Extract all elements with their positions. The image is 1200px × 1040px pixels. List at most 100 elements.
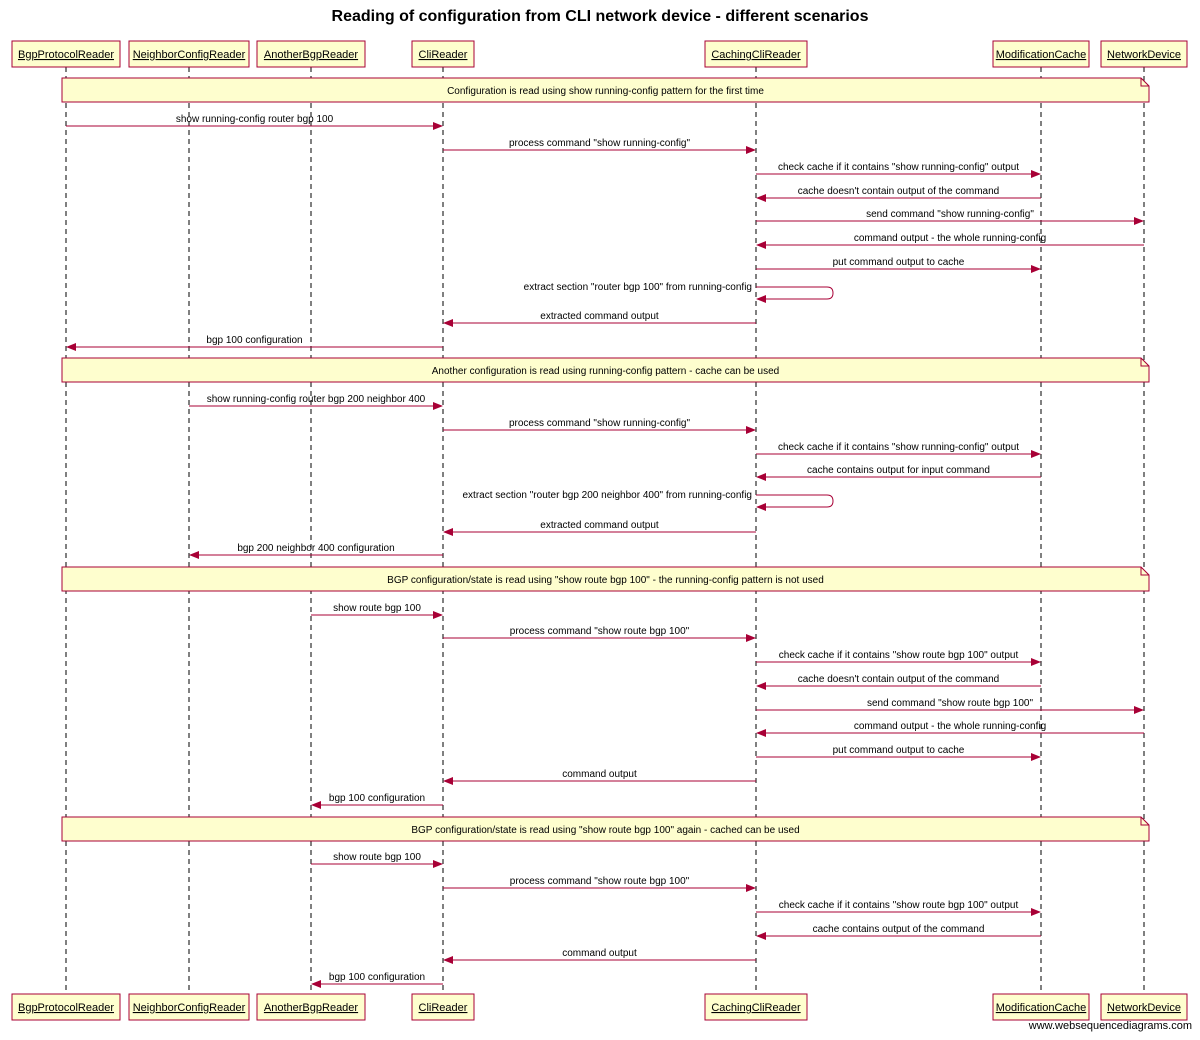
message-label: check cache if it contains "show running… <box>778 162 1019 173</box>
message-label: cache contains output of the command <box>813 924 985 935</box>
participant-box <box>11 40 121 68</box>
participant-box <box>704 993 808 1021</box>
message-label: bgp 100 configuration <box>329 793 425 804</box>
message-label: show route bgp 100 <box>333 603 421 614</box>
message-label: check cache if it contains "show running… <box>778 442 1019 453</box>
participant-caching-cli-reader-top: CachingCliReader <box>704 40 808 68</box>
message: cache doesn't contain output of the comm… <box>756 674 1041 690</box>
message-label: show running-config router bgp 100 <box>176 114 334 125</box>
note-fold <box>1140 78 1149 87</box>
message-label: cache contains output for input command <box>807 465 990 476</box>
self-message-arrow <box>756 286 834 303</box>
message: check cache if it contains "show route b… <box>756 900 1041 916</box>
participant-label: CliReader <box>419 1002 468 1014</box>
participant-label: CliReader <box>419 49 468 61</box>
message-label: cache doesn't contain output of the comm… <box>798 186 999 197</box>
participant-box <box>411 993 475 1021</box>
message: process command "show route bgp 100" <box>443 876 756 892</box>
self-message-label: extract section "router bgp 100" from ru… <box>524 282 752 293</box>
participant-boxes-layer: BgpProtocolReaderBgpProtocolReaderNeighb… <box>11 40 1188 1021</box>
messages-layer: Configuration is read using show running… <box>61 77 1150 988</box>
message: command output - the whole running-confi… <box>756 233 1144 249</box>
participant-network-device-bottom: NetworkDevice <box>1100 993 1188 1021</box>
participant-box <box>1100 993 1188 1021</box>
participant-label: NetworkDevice <box>1107 49 1181 61</box>
participant-network-device-top: NetworkDevice <box>1100 40 1188 68</box>
participant-modification-cache-bottom: ModificationCache <box>992 993 1090 1021</box>
message: extracted command output <box>443 520 756 536</box>
self-message-label: extract section "router bgp 200 neighbor… <box>463 490 753 501</box>
participant-label: NeighborConfigReader <box>133 1002 246 1014</box>
participant-box <box>11 993 121 1021</box>
participant-box <box>128 993 250 1021</box>
message: put command output to cache <box>756 257 1041 273</box>
participant-label: AnotherBgpReader <box>264 1002 359 1014</box>
message: send command "show running-config" <box>756 209 1144 225</box>
participant-box <box>1100 40 1188 68</box>
note: BGP configuration/state is read using "s… <box>61 566 1150 592</box>
participant-neighbor-config-reader-bottom: NeighborConfigReader <box>128 993 250 1021</box>
message-label: send command "show running-config" <box>866 209 1034 220</box>
participant-label: ModificationCache <box>996 1002 1087 1014</box>
message: check cache if it contains "show route b… <box>756 650 1041 666</box>
self-message: extract section "router bgp 200 neighbor… <box>463 490 834 511</box>
message-label: put command output to cache <box>833 257 965 268</box>
message-label: extracted command output <box>540 311 659 322</box>
message-label: process command "show route bgp 100" <box>510 876 690 887</box>
self-message-arrow <box>756 494 834 511</box>
message-label: command output <box>562 948 637 959</box>
participant-modification-cache-top: ModificationCache <box>992 40 1090 68</box>
participant-bgp-protocol-reader-top: BgpProtocolReader <box>11 40 121 68</box>
message-label: show route bgp 100 <box>333 852 421 863</box>
note-text: Another configuration is read using runn… <box>432 366 779 377</box>
message: extracted command output <box>443 311 756 327</box>
message: command output <box>443 769 756 785</box>
participant-label: CachingCliReader <box>711 49 801 61</box>
participant-label: NetworkDevice <box>1107 1002 1181 1014</box>
message: check cache if it contains "show running… <box>756 442 1041 458</box>
diagram-title: Reading of configuration from CLI networ… <box>331 8 869 25</box>
message-label: put command output to cache <box>833 745 965 756</box>
note-text: Configuration is read using show running… <box>447 86 764 97</box>
participant-caching-cli-reader-bottom: CachingCliReader <box>704 993 808 1021</box>
note: Configuration is read using show running… <box>61 77 1150 103</box>
message-label: send command "show route bgp 100" <box>867 698 1034 709</box>
participant-box <box>411 40 475 68</box>
message: bgp 200 neighbor 400 configuration <box>189 543 443 559</box>
note-box <box>61 566 1150 592</box>
participant-cli-reader-bottom: CliReader <box>411 993 475 1021</box>
message: cache contains output for input command <box>756 465 1041 481</box>
note-text: BGP configuration/state is read using "s… <box>387 575 824 586</box>
footer-credit: www.websequencediagrams.com <box>1028 1020 1192 1032</box>
message: send command "show route bgp 100" <box>756 698 1144 714</box>
message-label: bgp 100 configuration <box>206 335 302 346</box>
note: BGP configuration/state is read using "s… <box>61 816 1150 842</box>
message-label: extracted command output <box>540 520 659 531</box>
message: show route bgp 100 <box>311 852 443 868</box>
note: Another configuration is read using runn… <box>61 357 1150 383</box>
message-label: process command "show running-config" <box>509 418 691 429</box>
participant-box <box>992 993 1090 1021</box>
note-box <box>61 357 1150 383</box>
message: process command "show running-config" <box>443 418 756 434</box>
participant-box <box>256 993 366 1021</box>
message: bgp 100 configuration <box>66 335 443 351</box>
participant-box <box>992 40 1090 68</box>
message-label: command output - the whole running-confi… <box>854 721 1046 732</box>
message-label: process command "show running-config" <box>509 138 691 149</box>
self-message: extract section "router bgp 100" from ru… <box>524 282 834 303</box>
participant-another-bgp-reader-bottom: AnotherBgpReader <box>256 993 366 1021</box>
message: bgp 100 configuration <box>311 972 443 988</box>
note-fold <box>1140 817 1149 826</box>
message: show running-config router bgp 100 <box>66 114 443 130</box>
message: cache doesn't contain output of the comm… <box>756 186 1041 202</box>
message: process command "show route bgp 100" <box>443 626 756 642</box>
message-label: command output - the whole running-confi… <box>854 233 1046 244</box>
participant-box <box>128 40 250 68</box>
message: bgp 100 configuration <box>311 793 443 809</box>
participant-bgp-protocol-reader-bottom: BgpProtocolReader <box>11 993 121 1021</box>
participant-neighbor-config-reader-top: NeighborConfigReader <box>128 40 250 68</box>
participant-label: AnotherBgpReader <box>264 49 359 61</box>
message-label: process command "show route bgp 100" <box>510 626 690 637</box>
